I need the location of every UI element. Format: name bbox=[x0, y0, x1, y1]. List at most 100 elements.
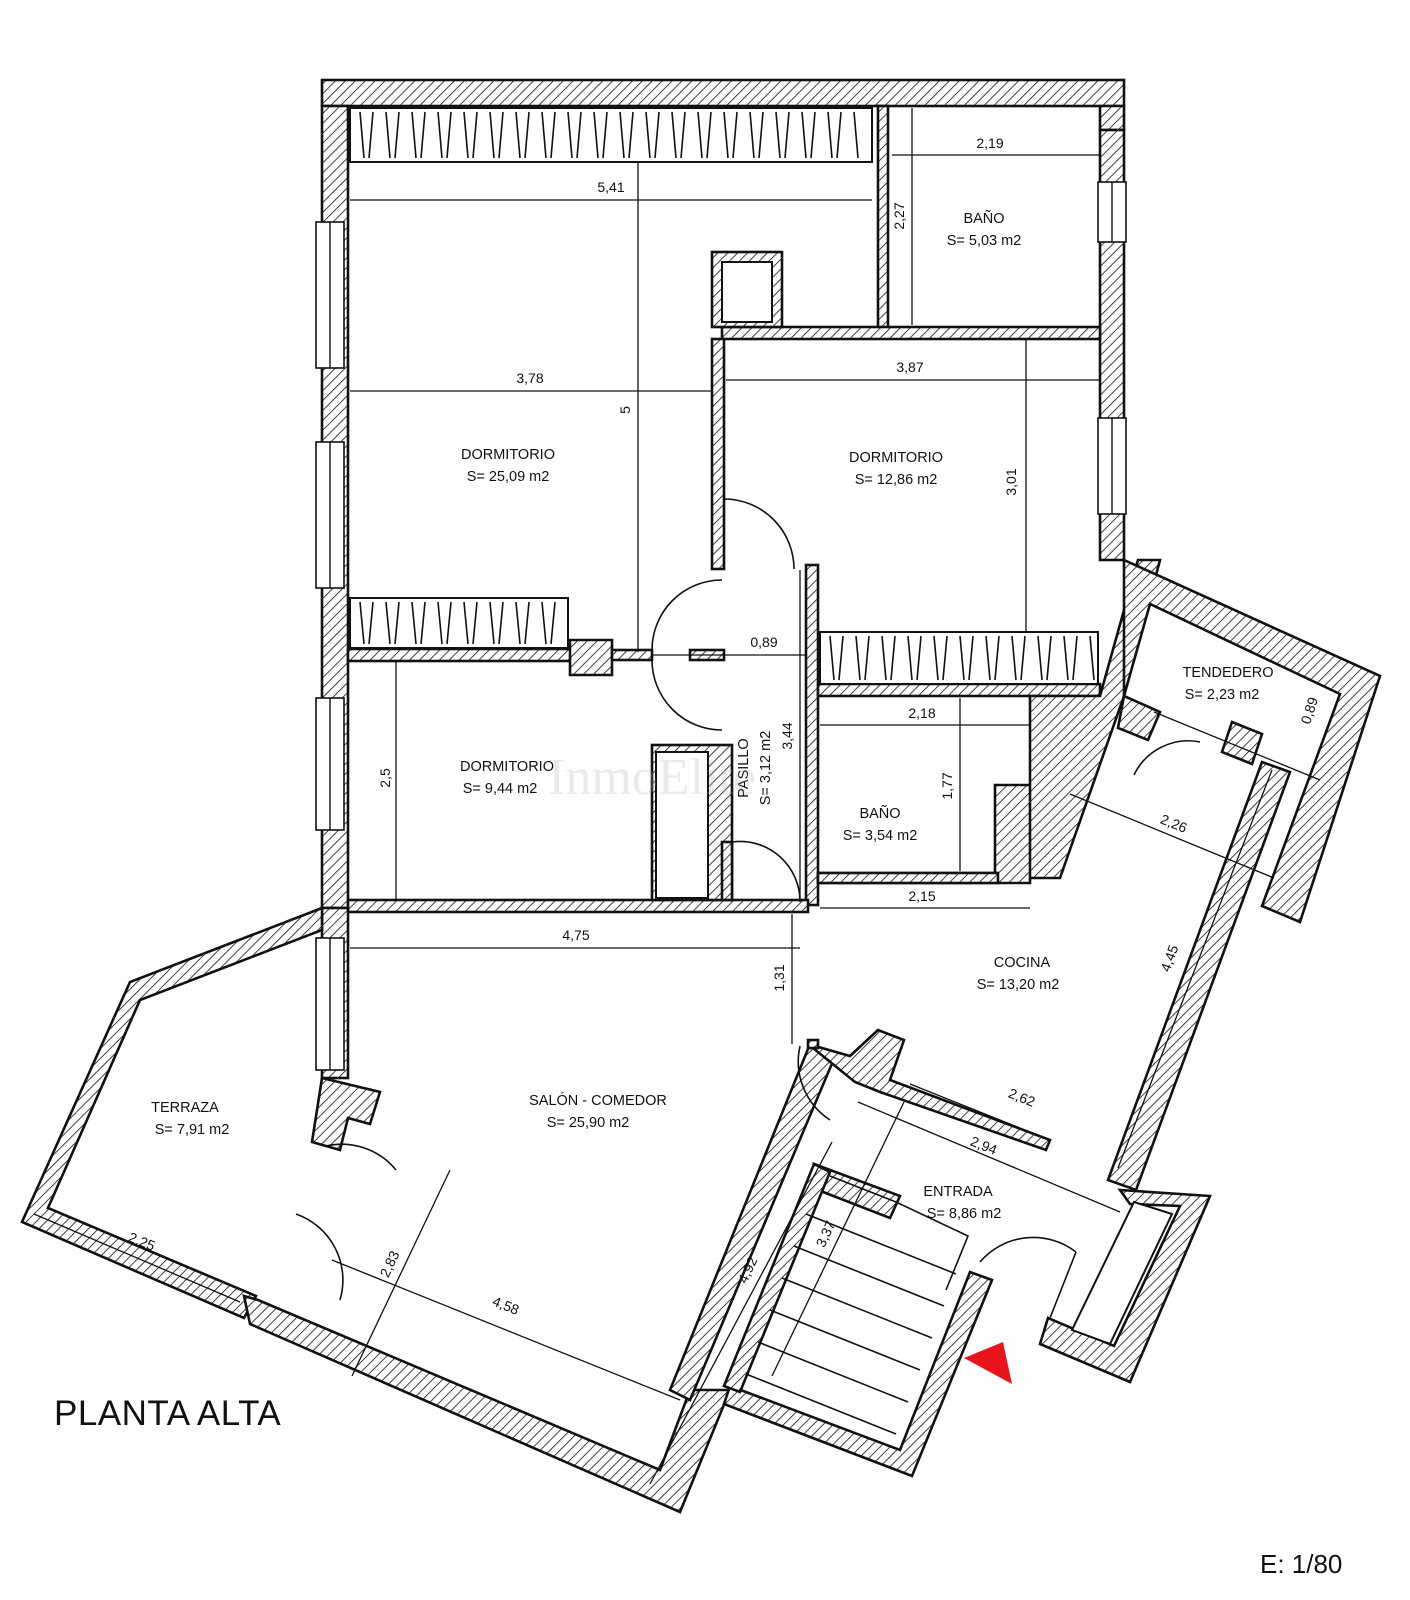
room-area-salon-comedor: S= 25,90 m2 bbox=[547, 1115, 630, 1131]
room-area-dormitorio-2: S= 12,86 m2 bbox=[855, 472, 938, 488]
closet-hanger-line bbox=[881, 635, 887, 681]
closet-hanger-line bbox=[385, 111, 391, 159]
dim-label: 0,89 bbox=[750, 634, 777, 650]
dim-label: 0,89 bbox=[1297, 695, 1321, 726]
room-name-cocina: COCINA bbox=[994, 955, 1051, 971]
closet-hanger-line bbox=[697, 111, 703, 159]
closet-hanger-line bbox=[420, 111, 426, 159]
dim-label: 2,83 bbox=[376, 1248, 402, 1280]
stair-tread bbox=[793, 1245, 945, 1307]
closet-hanger-line bbox=[784, 111, 790, 159]
closet-hanger-line bbox=[829, 635, 835, 681]
closet-hanger-line bbox=[446, 111, 452, 159]
closet-hanger-line bbox=[550, 111, 556, 159]
closet-hanger-line bbox=[446, 601, 452, 645]
closet-hanger-line bbox=[489, 111, 495, 159]
closet-hanger-line bbox=[916, 635, 922, 681]
closet-hanger-line bbox=[1089, 635, 1095, 681]
closet-hanger-line bbox=[489, 601, 495, 645]
stair-tread bbox=[769, 1309, 921, 1371]
dim-label: 4,58 bbox=[490, 1293, 521, 1318]
room-area-terraza: S= 7,91 m2 bbox=[155, 1122, 230, 1138]
room-area-bano-1: S= 5,03 m2 bbox=[947, 233, 1022, 249]
stair-tread bbox=[745, 1373, 897, 1435]
dim-label: 5,41 bbox=[597, 179, 624, 195]
closet-hanger-line bbox=[359, 111, 365, 159]
closet-hanger-line bbox=[498, 111, 504, 159]
dim-label: 1,77 bbox=[939, 772, 955, 799]
closet-hanger-line bbox=[933, 635, 939, 681]
dim-label: 2,18 bbox=[908, 705, 935, 721]
closet-hanger-line bbox=[827, 111, 833, 159]
closet-hanger-line bbox=[801, 111, 807, 159]
dim-label: 2,5 bbox=[377, 768, 393, 788]
dim-label: 2,15 bbox=[908, 888, 935, 904]
dim-label: 3,01 bbox=[1003, 468, 1019, 495]
closet-hanger-line bbox=[1037, 635, 1043, 681]
watermark: InmoElite bbox=[548, 749, 756, 806]
dim-label: 1,31 bbox=[771, 964, 787, 991]
room-name-dormitorio-2: DORMITORIO bbox=[849, 450, 943, 466]
closet-hanger-line bbox=[985, 635, 991, 681]
dim-label: 4,45 bbox=[1157, 943, 1181, 974]
room-name-bano-2: BAÑO bbox=[859, 805, 900, 822]
closet-hanger-line bbox=[602, 111, 608, 159]
closet-hanger-line bbox=[959, 635, 965, 681]
room-area-entrada: S= 8,86 m2 bbox=[927, 1206, 1002, 1222]
closet-hanger-line bbox=[855, 635, 861, 681]
closet-hanger-line bbox=[810, 111, 816, 159]
closet-hanger-line bbox=[671, 111, 677, 159]
stair-tread bbox=[757, 1341, 909, 1403]
closet-hanger-line bbox=[680, 111, 686, 159]
entrance-arrow-icon bbox=[964, 1342, 1012, 1384]
closet-hanger-line bbox=[515, 601, 521, 645]
closet-hanger-line bbox=[498, 601, 504, 645]
closet-hanger-line bbox=[463, 111, 469, 159]
room-name-bano-1: BAÑO bbox=[963, 210, 1004, 227]
closet-hanger-line bbox=[942, 635, 948, 681]
closet-hanger-line bbox=[1011, 635, 1017, 681]
closet-hanger-line bbox=[723, 111, 729, 159]
closet-hanger-line bbox=[463, 601, 469, 645]
closet-hanger-line bbox=[541, 111, 547, 159]
stair-tread bbox=[781, 1277, 933, 1339]
closet-hanger-line bbox=[411, 111, 417, 159]
room-name-pasillo: PASILLO bbox=[736, 738, 752, 797]
room-name-entrada: ENTRADA bbox=[923, 1184, 993, 1200]
dim-label: 2,62 bbox=[1006, 1085, 1037, 1110]
closet-hanger-line bbox=[706, 111, 712, 159]
closet-hanger-line bbox=[890, 635, 896, 681]
closet-hanger-line bbox=[472, 111, 478, 159]
room-name-dormitorio-1: DORMITORIO bbox=[461, 447, 555, 463]
dim-label: 3,87 bbox=[896, 359, 923, 375]
closet-hanger-line bbox=[550, 601, 556, 645]
room-name-tendedero: TENDEDERO bbox=[1182, 665, 1273, 681]
room-area-dormitorio-1: S= 25,09 m2 bbox=[467, 469, 550, 485]
dim-label: 4,75 bbox=[562, 927, 589, 943]
closet-hanger-line bbox=[864, 635, 870, 681]
room-name-dormitorio-3: DORMITORIO bbox=[460, 759, 554, 775]
closet-hanger-line bbox=[420, 601, 426, 645]
plan-title: PLANTA ALTA bbox=[54, 1394, 282, 1433]
closet-hanger-line bbox=[628, 111, 634, 159]
closet-hanger-line bbox=[619, 111, 625, 159]
stair-tread bbox=[805, 1213, 957, 1275]
closet-hanger-line bbox=[567, 111, 573, 159]
closet-hanger-line bbox=[472, 601, 478, 645]
stairs bbox=[745, 1175, 970, 1435]
closet-hanger-line bbox=[515, 111, 521, 159]
closet-hanger-line bbox=[524, 601, 530, 645]
dim-label: 3,78 bbox=[516, 370, 543, 386]
doors bbox=[295, 498, 1201, 1319]
room-area-tendedero: S= 2,23 m2 bbox=[1185, 687, 1260, 703]
closet-hanger-line bbox=[593, 111, 599, 159]
closet-hanger-line bbox=[437, 601, 443, 645]
dim-label: 5 bbox=[617, 406, 633, 414]
closet-hanger-line bbox=[732, 111, 738, 159]
room-name-salon-comedor: SALÓN - COMEDOR bbox=[529, 1092, 667, 1109]
closet-hanger-line bbox=[1063, 635, 1069, 681]
closet-hanger-line bbox=[1020, 635, 1026, 681]
room-area-pasillo: S= 3,12 m2 bbox=[758, 731, 774, 806]
closet-hanger-line bbox=[437, 111, 443, 159]
closet-hanger-line bbox=[645, 111, 651, 159]
